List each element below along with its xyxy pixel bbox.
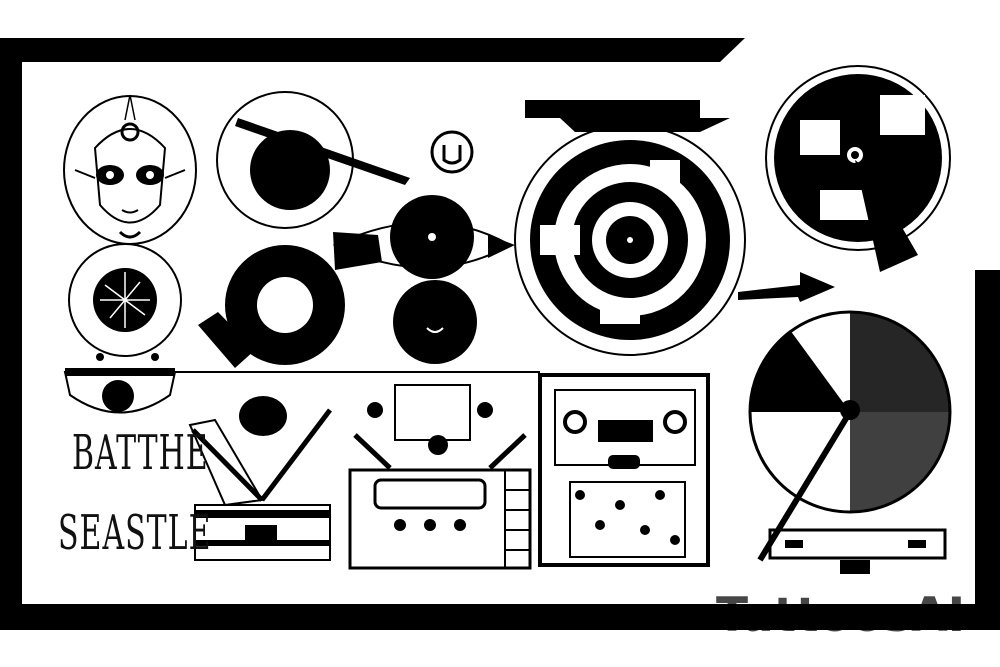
stereo-cabinet-icon (538, 373, 710, 567)
large-turntable-icon (514, 100, 746, 356)
spoked-disc-icon (68, 243, 182, 357)
cassette-deck-icon (348, 384, 532, 570)
vinyl-disc-with-tonearm-icon (198, 91, 410, 368)
caption-line-1: BATTHE (72, 426, 209, 482)
caption-line-2: SEASTLE (58, 506, 212, 562)
rotary-record-player-icon (748, 310, 952, 574)
record-player-with-lamp-icon (63, 353, 540, 414)
small-speaker-icon (430, 130, 474, 174)
frame-border (0, 38, 1000, 630)
vinyl-disc-with-tonearm-icon (332, 195, 515, 364)
watermark-text: TattoosAI (716, 588, 966, 643)
rotary-record-player-icon (765, 65, 951, 272)
arrow-icon (738, 272, 835, 302)
record-player-with-lamp-icon (188, 396, 332, 561)
face-portrait-icon (63, 94, 197, 245)
